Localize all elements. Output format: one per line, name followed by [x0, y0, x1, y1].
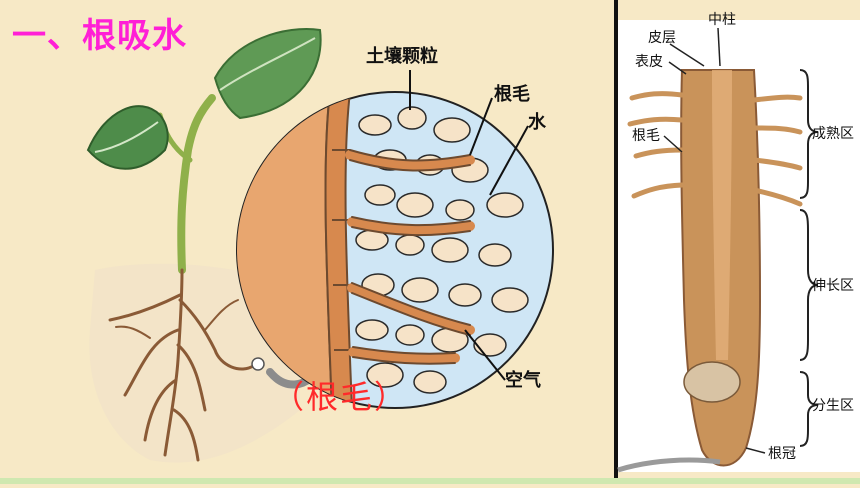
roots [108, 268, 257, 462]
label-root-hair-right: 根毛 [632, 127, 660, 143]
label-water: 水 [528, 111, 547, 132]
magnified-view [236, 70, 554, 409]
bottom-shadow [617, 457, 721, 473]
root-structure-panel [614, 0, 860, 484]
root-hairs [345, 150, 475, 364]
label-soil-particles: 土壤颗粒 [366, 45, 438, 66]
panel-divider [614, 0, 618, 484]
stele [712, 70, 732, 360]
stem [177, 94, 216, 274]
slide-caption: （根毛） [272, 378, 409, 416]
label-meristem-zone: 分生区 [812, 397, 854, 413]
label-cortex: 皮层 [648, 29, 676, 45]
lower-leaf-vein [94, 121, 159, 153]
soil-patch [89, 263, 300, 463]
zone-brackets [799, 69, 819, 447]
magnifier-target [251, 357, 265, 371]
magnified-contents [237, 92, 529, 408]
right-labels: 皮层 中柱 表皮 根毛 成熟区 伸长区 分生区 根冠 [632, 11, 854, 461]
label-stele: 中柱 [708, 11, 736, 27]
plant-illustration [86, 28, 330, 463]
right-leaders [663, 27, 766, 454]
label-root-hair: 根毛 [494, 83, 530, 104]
leader-lines [409, 70, 529, 381]
label-air: 空气 [505, 369, 541, 390]
slide-title: 一、根吸水 [12, 16, 187, 56]
panel-top-band [618, 0, 860, 20]
lower-leaf [86, 105, 169, 170]
root-hairs-right [627, 91, 803, 207]
label-maturation-zone: 成熟区 [812, 125, 854, 141]
upper-leaf-vein [219, 37, 316, 91]
bottom-strip [0, 478, 860, 484]
label-epidermis: 表皮 [635, 53, 663, 69]
left-labels: 土壤颗粒 根毛 水 空气 [366, 45, 547, 390]
label-elongation-zone: 伸长区 [812, 277, 854, 293]
meristem [683, 361, 741, 403]
label-root-cap: 根冠 [768, 445, 796, 461]
upper-leaf [213, 28, 322, 120]
